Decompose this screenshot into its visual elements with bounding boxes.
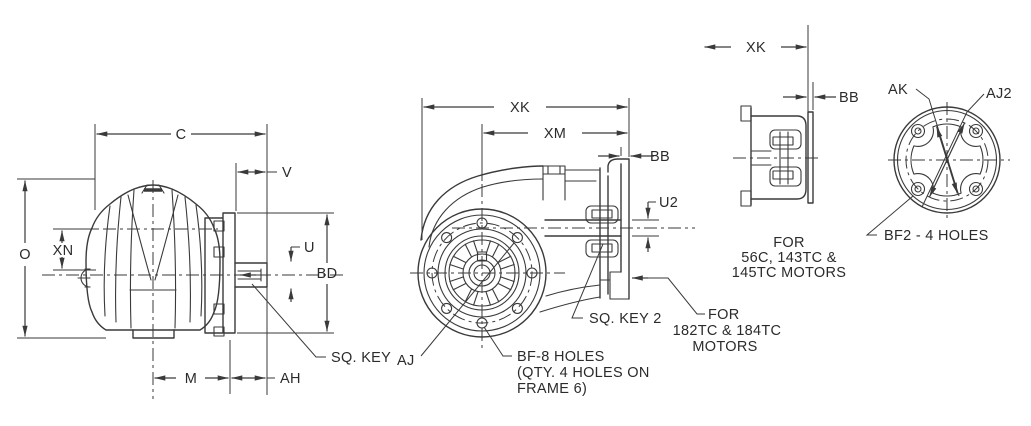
note-for-182: FOR 182TC & 184TC MOTORS (632, 275, 782, 355)
dim-label-m: M (185, 371, 197, 387)
note-label-for182-line3: MOTORS (692, 339, 757, 355)
dim-label-u: U (304, 240, 315, 256)
dim-label-c: C (176, 127, 187, 143)
note-bf2: BF2 - 4 HOLES (865, 195, 989, 244)
dim-ah: AH (231, 371, 301, 387)
shaft-and-key (544, 205, 622, 258)
dim-label-xk-cface: XK (746, 40, 766, 56)
dim-m: M (154, 340, 231, 394)
note-label-bf8-line3: FRAME 6) (517, 381, 587, 397)
note-label-bf8-line2: (QTY. 4 HOLES ON (517, 365, 650, 381)
dim-bd: BD (237, 212, 338, 334)
side-view: C V O XN U (17, 124, 391, 399)
mounting-flange (599, 158, 630, 300)
cface-front-view: AK AJ2 BF2 - 4 HOLES (865, 82, 1012, 244)
front-view: XK XM BB U2 SQ. KEY 2 (397, 98, 781, 397)
motor-fins (103, 189, 203, 329)
dim-label-o: O (19, 247, 31, 263)
dim-label-ah: AH (280, 371, 301, 387)
dim-label-xm: XM (544, 126, 566, 142)
dim-label-bd: BD (317, 266, 338, 282)
dim-aj2: AJ2 (921, 86, 1012, 208)
note-label-for182-line1: FOR (708, 307, 740, 323)
note-label-sq-key2: SQ. KEY 2 (589, 311, 662, 327)
dim-bb-front: BB (598, 147, 670, 165)
dim-bb-cface: BB (783, 82, 859, 110)
note-label-sq-key: SQ. KEY (331, 350, 391, 366)
dim-v: V (235, 163, 292, 211)
caption-line2: 56C, 143TC & (741, 250, 837, 266)
note-label-for182-line2: 182TC & 184TC (673, 323, 782, 339)
dim-label-xn: XN (53, 243, 74, 259)
dim-o: O (17, 178, 106, 339)
adapter-plate (204, 212, 236, 334)
top-boss (542, 165, 566, 201)
spokes (449, 240, 515, 306)
bf2-bolt-holes (910, 123, 984, 197)
note-sq-key2: SQ. KEY 2 (571, 243, 662, 327)
cface-adapter-body (733, 105, 820, 207)
dim-u: U (288, 240, 315, 302)
dim-c: C (94, 124, 268, 395)
housing-outline (420, 165, 609, 313)
note-label-bf8-line1: BF-8 HOLES (517, 349, 605, 365)
note-bf8: BF-8 HOLES (QTY. 4 HOLES ON FRAME 6) (483, 326, 650, 397)
dim-label-v: V (282, 165, 292, 181)
dim-label-bb-front: BB (650, 149, 670, 165)
dim-ak: AK (888, 82, 960, 197)
dim-label-aj2: AJ2 (986, 86, 1012, 102)
dim-label-xk-front: XK (510, 100, 530, 116)
caption-line3: 145TC MOTORS (732, 265, 847, 281)
motor-base (132, 329, 175, 339)
dim-label-bb-cface: BB (839, 90, 859, 106)
dim-xk-cface: XK (704, 25, 809, 117)
dim-xm: XM (481, 124, 628, 181)
cface-caption: FOR 56C, 143TC & 145TC MOTORS (732, 235, 847, 281)
dim-label-aj: AJ (397, 353, 415, 369)
note-sq-key: SQ. KEY (251, 283, 391, 366)
dim-label-ak: AK (888, 82, 908, 98)
dim-aj: AJ (397, 242, 515, 369)
dim-xn: XN (53, 228, 96, 271)
grease-fitting (77, 268, 91, 288)
dim-label-u2: U2 (659, 195, 678, 211)
cface-side-view: XK BB FOR 56C, 143TC & 145 (704, 25, 859, 281)
dim-u2: U2 (632, 195, 678, 252)
note-label-bf2: BF2 - 4 HOLES (884, 228, 989, 244)
adapter-bolts (213, 220, 225, 337)
pilot-quatrefoil (910, 123, 984, 197)
caption-line1: FOR (773, 235, 805, 251)
dim-xk-front: XK (421, 98, 630, 240)
